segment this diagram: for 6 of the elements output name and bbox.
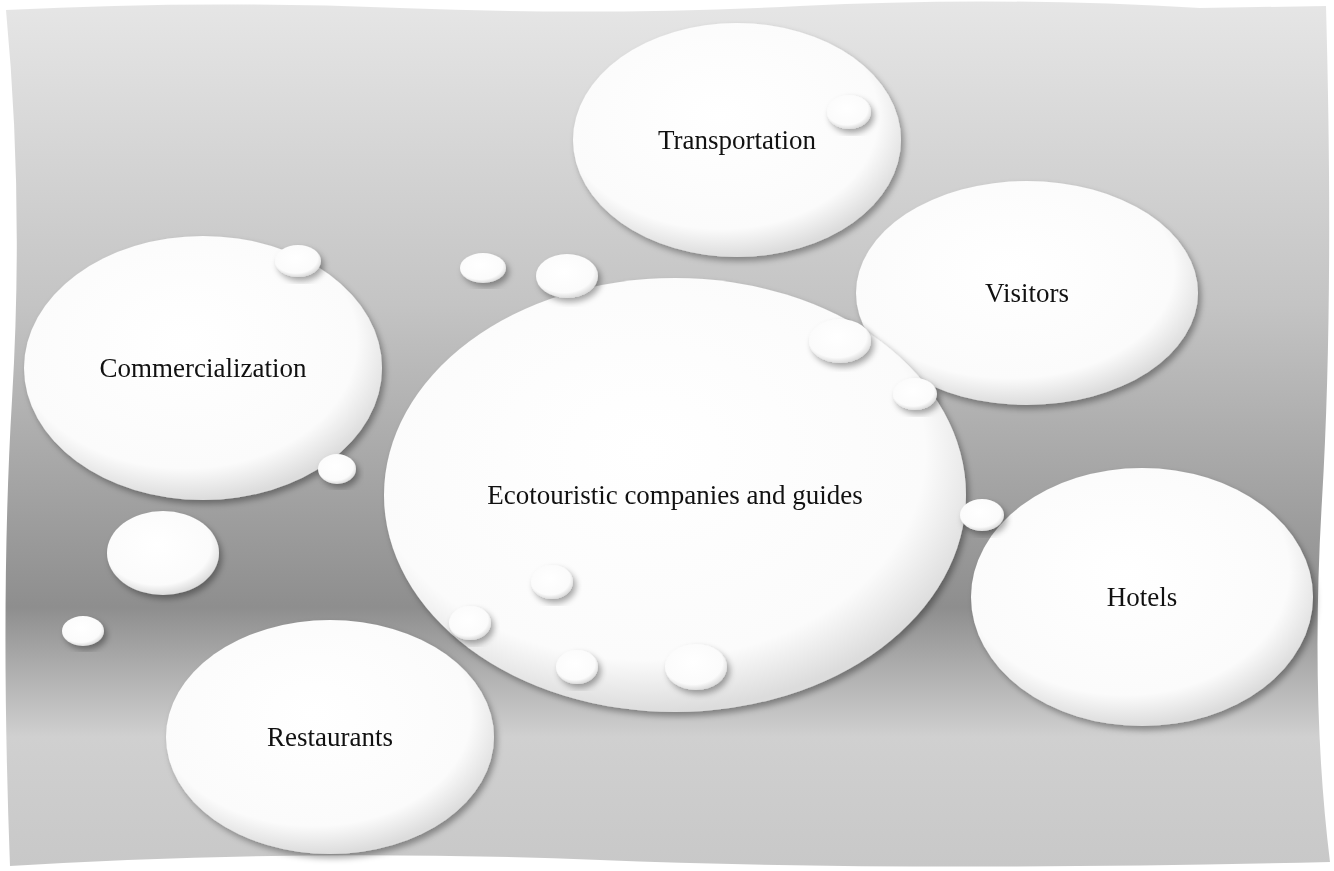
bubble-label: Visitors [985,277,1069,309]
bubble-label: Ecotouristic companies and guides [487,479,863,511]
bubble-label: Hotels [1106,581,1178,613]
bubble-label: Restaurants [267,721,393,753]
bubble-label: Transportation [658,124,816,156]
bubble-label: Commercialization [99,352,307,384]
